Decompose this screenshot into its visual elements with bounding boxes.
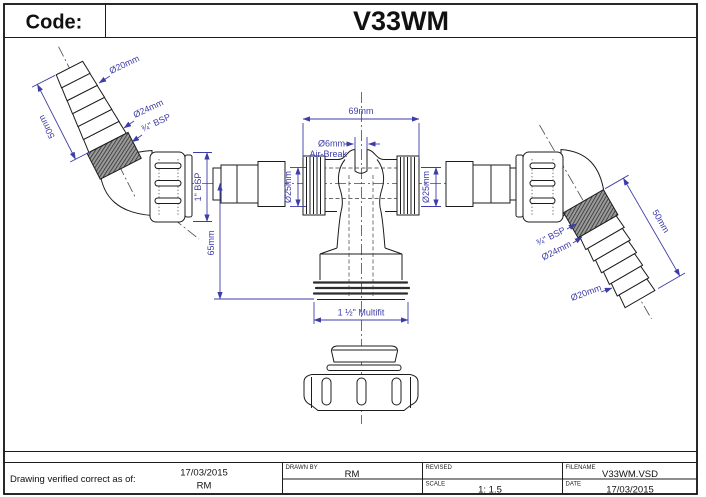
svg-text:Ø25mm: Ø25mm <box>421 171 431 203</box>
left-nut <box>149 151 193 223</box>
dim-inlet-span: 69mm <box>302 106 420 158</box>
drawn-by-label: DRAWN BY <box>286 465 318 471</box>
outlet-thread <box>312 281 411 295</box>
verify-initials: RM <box>197 481 212 492</box>
page-title: V33WM <box>353 6 449 36</box>
date-label: DATE <box>566 482 582 488</box>
dim-left-nut-thread: 1" BSP <box>193 152 212 222</box>
title-block <box>282 462 697 494</box>
left-thread-band <box>86 131 142 180</box>
bottom-nut <box>303 374 419 411</box>
svg-text:Air-Break: Air-Break <box>309 149 347 159</box>
left-tailpiece <box>212 161 286 207</box>
scale-value: 1: 1.5 <box>478 485 502 496</box>
air-break-notch <box>325 148 397 174</box>
scale-label: SCALE <box>426 482 446 488</box>
dim-outlet-height: 65mm <box>206 183 314 300</box>
filename-label: FILENAME <box>566 465 596 471</box>
filename-value: V33WM.VSD <box>602 469 658 480</box>
date-value: 17/03/2015 <box>606 485 654 496</box>
revised-label: REVISED <box>426 465 453 471</box>
right-tailpiece <box>445 161 519 207</box>
right-nut <box>515 151 564 223</box>
left-hose-connector: 50mm <box>31 46 142 199</box>
sheet-frame <box>3 3 698 495</box>
dim-left-inlet-od: Ø25mm <box>283 167 306 207</box>
seal-ring <box>326 364 402 371</box>
svg-text:65mm: 65mm <box>206 230 216 255</box>
code-label: Code: <box>26 12 83 34</box>
dim-right-inlet-od: Ø25mm <box>421 167 441 207</box>
verify-label: Drawing verified correct as of: <box>10 474 136 485</box>
washer <box>330 345 399 363</box>
tee-body <box>302 148 420 300</box>
dim-air-break: Ø6mm Air-Break <box>309 137 380 159</box>
svg-text:Ø25mm: Ø25mm <box>283 171 293 203</box>
verify-date: 17/03/2015 <box>180 468 228 479</box>
drawn-by-value: RM <box>345 469 360 480</box>
svg-text:Ø6mm: Ø6mm <box>318 139 345 149</box>
dim-outlet-thread: 1 ½" Multifit <box>313 302 409 324</box>
svg-text:1" BSP: 1" BSP <box>193 173 203 202</box>
svg-text:69mm: 69mm <box>348 106 373 116</box>
svg-text:1 ½" Multifit: 1 ½" Multifit <box>338 308 385 318</box>
